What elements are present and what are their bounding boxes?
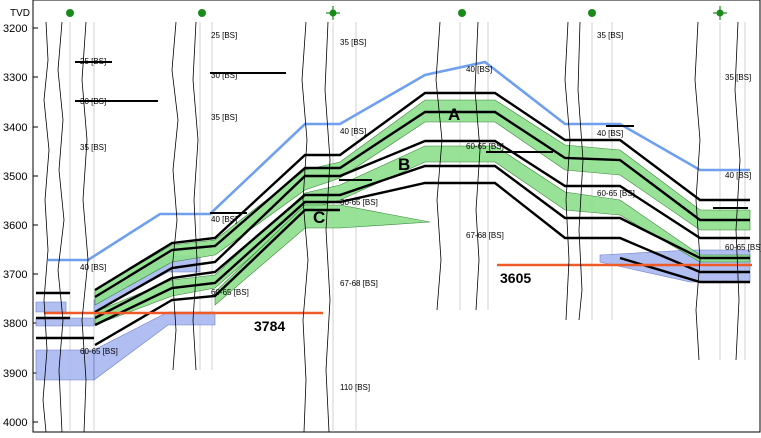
curve-label: 25 [BS] — [80, 57, 106, 66]
log-curves — [42, 21, 741, 433]
depth-tick-label: 3600 — [3, 220, 27, 232]
curve-label: 67-68 [BS] — [466, 231, 504, 240]
top-surface-line — [48, 60, 750, 262]
curve-label: 40 [BS] — [340, 127, 366, 136]
curve-label: 35 [BS] — [725, 73, 751, 82]
curve-label: 30 [BS] — [211, 71, 237, 80]
contact-depth-label-left: 3784 — [254, 318, 285, 334]
correlation-lines — [36, 91, 750, 347]
curve-label: 35 [BS] — [80, 143, 106, 152]
curve-label: 60-65 [BS] — [80, 347, 118, 356]
curve-label: 35 [BS] — [340, 38, 366, 47]
curve-label: 40 [BS] — [211, 215, 237, 224]
gas-well-icon — [713, 6, 727, 20]
depth-tick-label: 3900 — [3, 368, 27, 380]
depth-tick-label: 3700 — [3, 269, 27, 281]
zone-c-label: C — [313, 208, 325, 227]
depth-axis-title: TVD — [10, 8, 30, 19]
curve-label: 40 [BS] — [466, 65, 492, 74]
curve-label: 40 [BS] — [725, 171, 751, 180]
oil-well-icon — [458, 9, 466, 17]
curve-label: 25 [BS] — [211, 31, 237, 40]
depth-tick-label: 3300 — [3, 72, 27, 84]
curve-label: 35 [BS] — [211, 113, 237, 122]
zone-a-label: A — [448, 105, 460, 124]
depth-tick-label: 3500 — [3, 171, 27, 183]
curve-label: 60-65 [BS] — [597, 189, 635, 198]
zone-a-fill — [94, 99, 751, 306]
oil-well-icon — [66, 9, 74, 17]
curve-label: 67-68 [BS] — [340, 279, 378, 288]
curve-label: 60-65 [BS] — [340, 198, 378, 207]
depth-tick-label: 3200 — [3, 23, 27, 35]
dry-gas-well-icon — [588, 9, 596, 17]
curve-label: 60-65 [BS] — [725, 243, 761, 252]
depth-tick-label: 3800 — [3, 318, 27, 330]
curve-label: 35 [BS] — [597, 31, 623, 40]
depth-axis: TVD 3200 3300 3400 3500 3600 3700 3800 3… — [3, 8, 38, 429]
dry-gas-well-icon — [198, 9, 206, 17]
depth-tick-label: 3400 — [3, 122, 27, 134]
curve-label: 40 [BS] — [597, 129, 623, 138]
log-tick-markers — [75, 61, 748, 214]
zone-b-label: B — [398, 155, 410, 174]
depth-tick-label: 4000 — [3, 417, 27, 429]
curve-label: 30 [BS] — [80, 97, 106, 106]
curve-label: 60-65 [BS] — [466, 142, 504, 151]
curve-label: 110 [BS] — [340, 383, 370, 392]
well-symbols — [66, 6, 727, 20]
gas-well-icon — [326, 6, 340, 20]
curve-label: 60-65 [BS] — [211, 288, 249, 297]
curve-labels: 25 [BS] 30 [BS] 35 [BS] 40 [BS] 60-65 [B… — [80, 31, 761, 392]
curve-label: 40 [BS] — [80, 263, 106, 272]
contact-depth-label-right: 3605 — [500, 270, 531, 286]
